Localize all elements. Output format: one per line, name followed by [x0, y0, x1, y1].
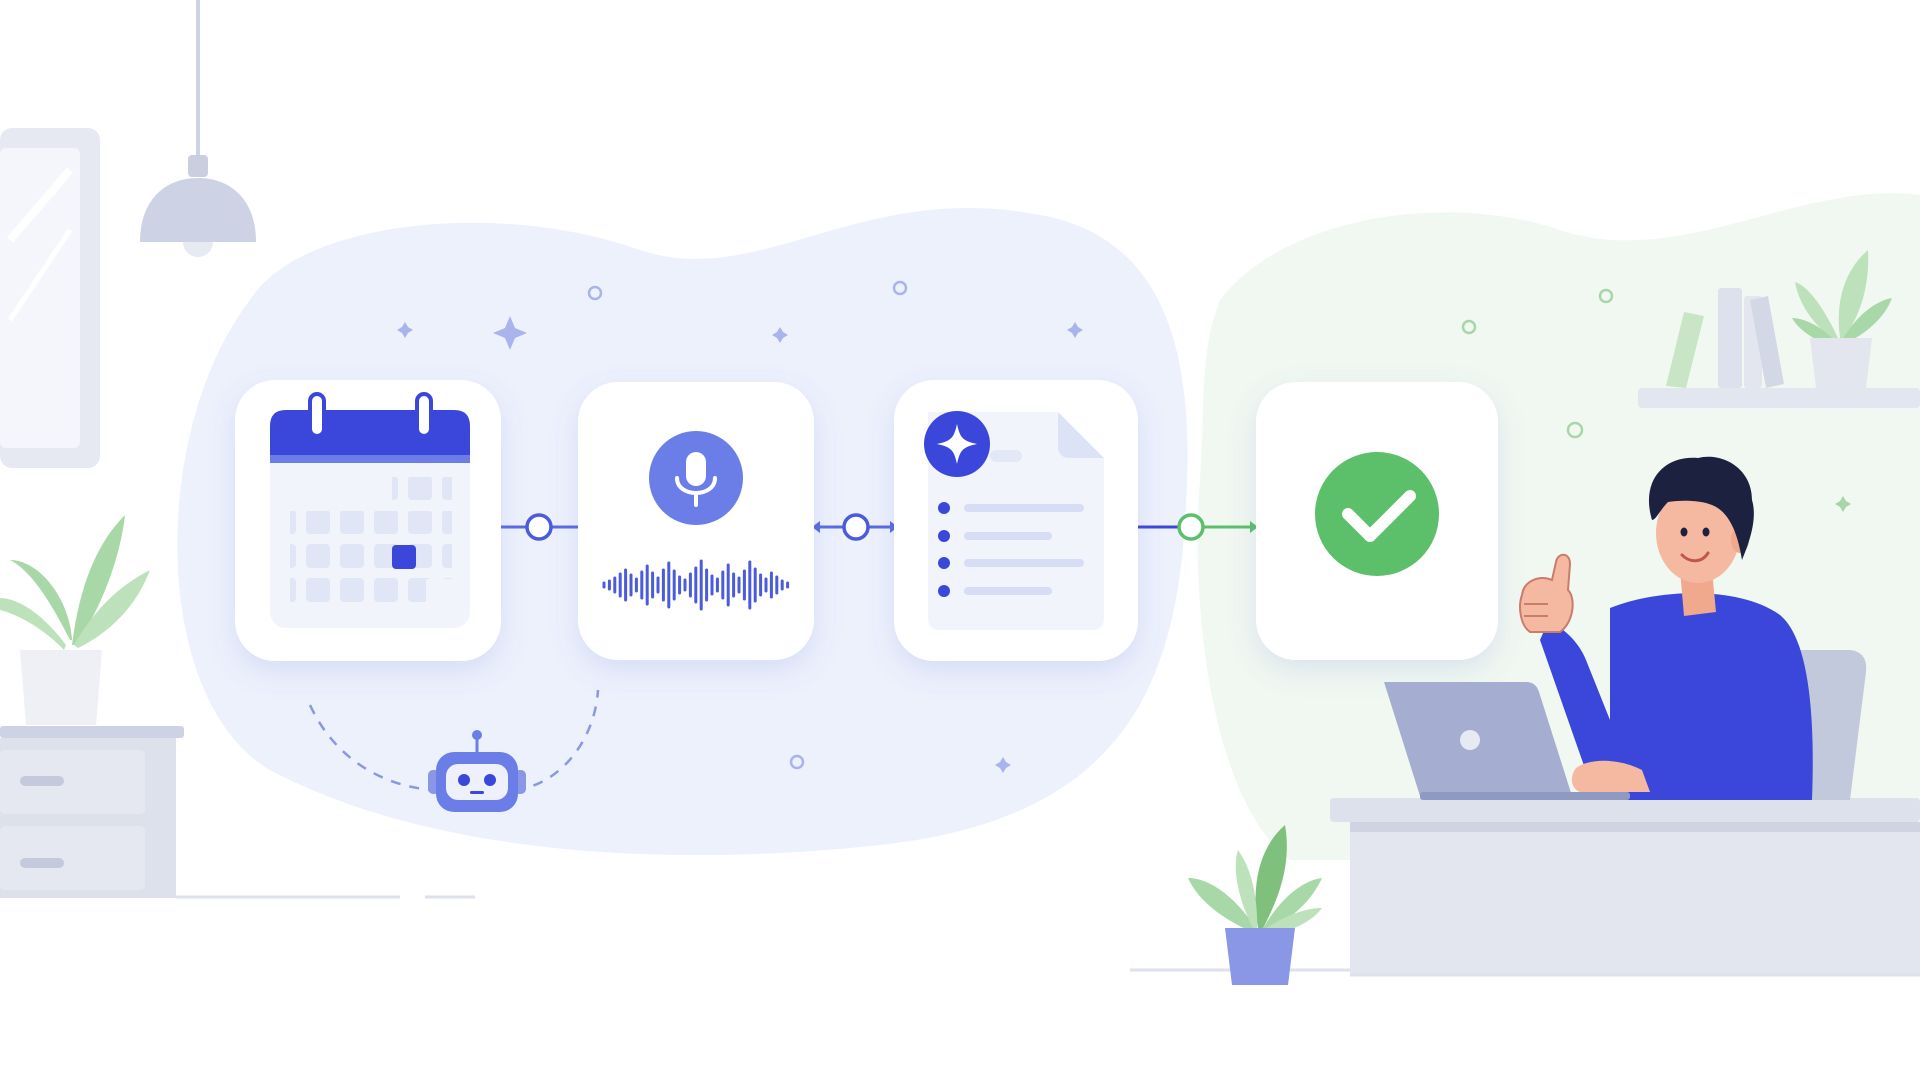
window-icon [0, 128, 100, 468]
dashed-arc-left [308, 704, 441, 792]
calendar-card [235, 380, 501, 661]
bullet-list [938, 502, 1084, 597]
man-giving-thumbs-up-icon [1519, 456, 1813, 800]
connector-voice-to-document [812, 513, 898, 541]
ceiling-lamp-icon [140, 0, 256, 257]
sound-wave-icon [602, 559, 790, 611]
decorative-sparkles-green [1835, 496, 1851, 512]
checkmark-icon [1315, 452, 1439, 576]
decorative-sparkles [397, 316, 1083, 773]
success-card [1256, 382, 1498, 660]
potted-plant-floor-icon [1188, 825, 1322, 985]
robot-icon [428, 730, 526, 812]
potted-plant-left-icon [0, 515, 150, 725]
desk-icon [1330, 798, 1920, 976]
decorative-rings [587, 280, 1614, 770]
voice-card [578, 382, 814, 660]
dashed-arc-right [514, 689, 600, 792]
shelf-plant-icon [1792, 250, 1892, 388]
calendar-icon [270, 392, 470, 628]
wall-shelf-icon [1638, 250, 1920, 408]
sparkle-icon [924, 411, 990, 477]
cabinet-icon [0, 726, 184, 898]
summary-document-card [894, 380, 1138, 661]
microphone-icon [649, 431, 743, 525]
laptop-icon [1384, 682, 1630, 800]
